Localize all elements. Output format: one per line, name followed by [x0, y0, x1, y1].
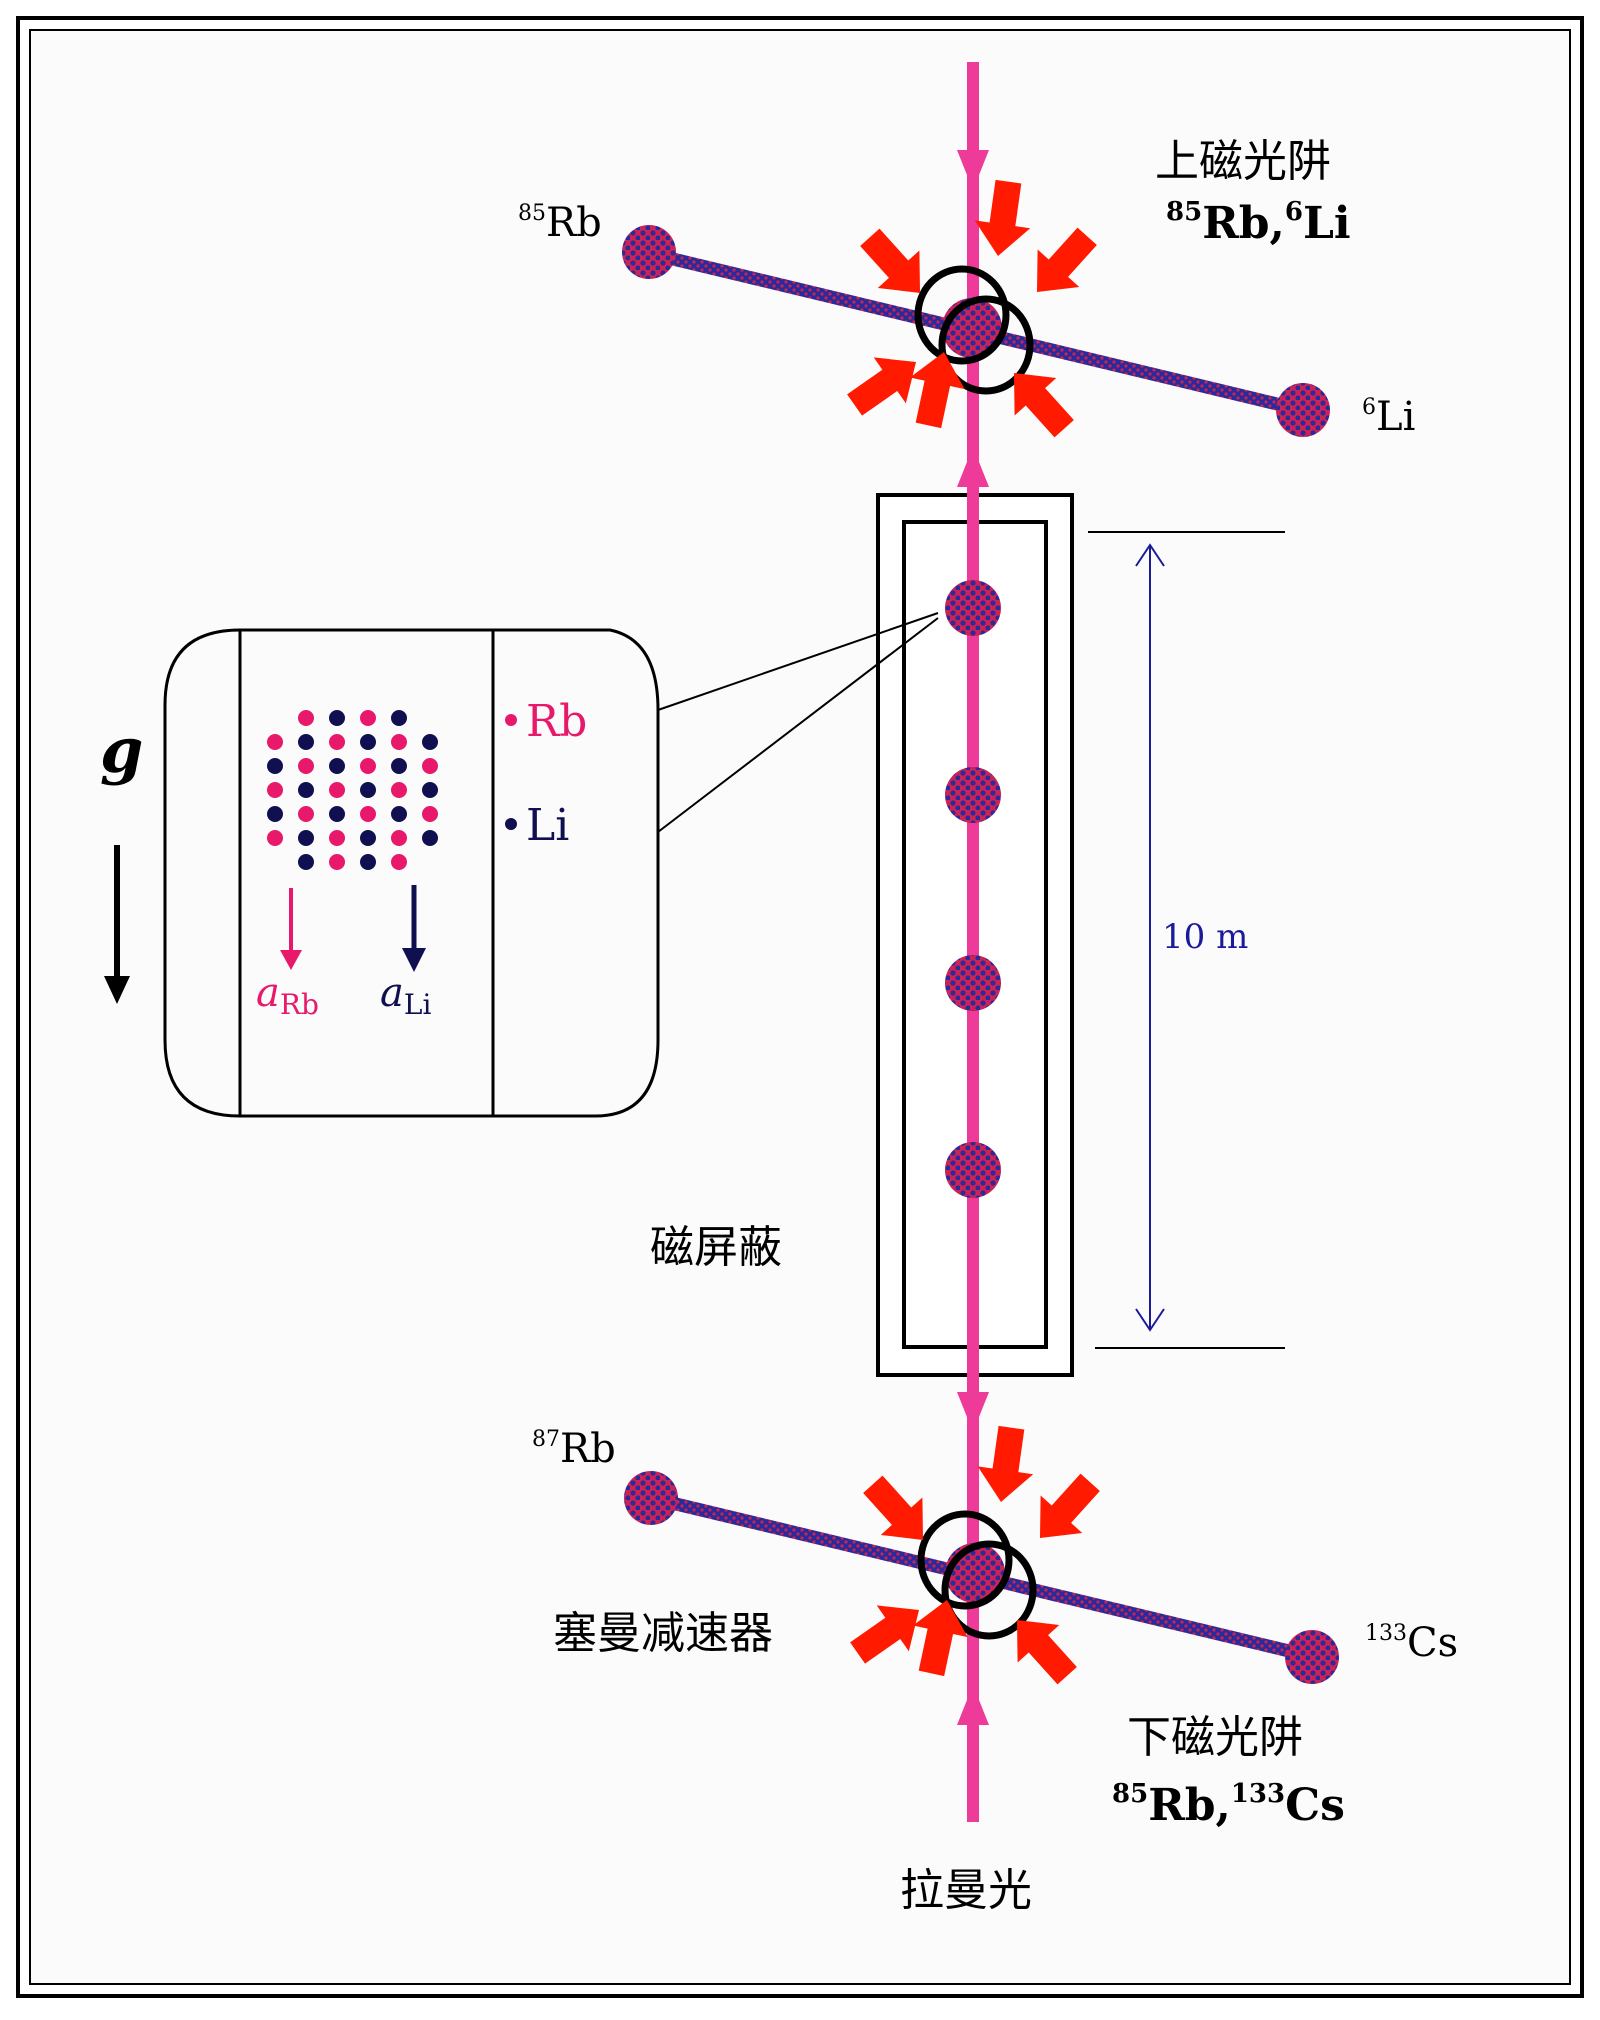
inset-atom-dot: [329, 806, 345, 822]
inset-atom-dot: [360, 782, 376, 798]
inset-atom-dot: [329, 758, 345, 774]
inset-atom-dot: [391, 758, 407, 774]
inset-atom-dot: [298, 710, 314, 726]
inset-atom-dot: [329, 854, 345, 870]
inset-atom-dot: [391, 734, 407, 750]
inset-atom-dot: [391, 830, 407, 846]
upper-mot-coils: [914, 265, 1034, 395]
accel-rb-label: aRb: [256, 970, 319, 1021]
accel-li-arrow-icon: [402, 948, 426, 972]
inset-atom-dot: [360, 806, 376, 822]
callout-line-bottom: [657, 617, 939, 833]
inset-atom-dot: [422, 782, 438, 798]
lower-mot-coils: [917, 1510, 1037, 1640]
legend-li-label: Li: [526, 800, 569, 851]
rb87-oven-icon: [624, 1471, 678, 1525]
inset-atom-dot: [298, 734, 314, 750]
legend-rb-label: Rb: [526, 696, 587, 747]
accel-rb-arrow-icon: [280, 950, 302, 970]
atom-cloud-icon-3: [945, 955, 1001, 1011]
inset-atom-dot: [329, 734, 345, 750]
inset-atom-dot: [360, 734, 376, 750]
inset-atom-dot: [298, 830, 314, 846]
outer-frame: [16, 16, 1584, 1998]
lower-mot-species: 85Rb,133Cs: [1112, 1779, 1345, 1831]
raman-beam-arrow-down-icon: [957, 150, 989, 190]
inset-atom-dot: [422, 734, 438, 750]
inset-atom-dot: [298, 782, 314, 798]
raman-beam-arrow-up-icon-lower: [957, 1685, 989, 1725]
inset-atom-dot: [298, 854, 314, 870]
gravity-label: g: [100, 714, 143, 787]
raman-beam-arrow-up-icon: [957, 447, 989, 487]
cs133-source-label: 133Cs: [1365, 1620, 1458, 1666]
raman-light-label: 拉曼光: [900, 1865, 1032, 1916]
cs133-oven-icon: [1285, 1630, 1339, 1684]
atom-cloud-icon-4: [945, 1142, 1001, 1198]
inset-atom-dot: [329, 782, 345, 798]
rb85-oven-icon: [622, 225, 676, 279]
li6-oven-icon: [1276, 383, 1330, 437]
upper-mot-species: 85Rb,6Li: [1166, 197, 1351, 249]
callout-line-top: [657, 612, 939, 711]
inset-atom-dot: [391, 854, 407, 870]
inset-atom-dot: [422, 806, 438, 822]
raman-beam: [957, 62, 989, 1822]
inset-atom-dot: [267, 758, 283, 774]
inset-atom-dot: [391, 782, 407, 798]
inset-atom-dot: [329, 830, 345, 846]
inset-atom-dot: [360, 830, 376, 846]
inset-atom-dot: [391, 710, 407, 726]
inset-atom-dot: [360, 710, 376, 726]
atom-cloud-icon-2: [945, 767, 1001, 823]
inset-atom-dot: [422, 830, 438, 846]
atom-cloud-icon-1: [945, 580, 1001, 636]
inset-atom-dot: [391, 806, 407, 822]
inset-atom-dot: [267, 734, 283, 750]
inset-panel: aRb aLi Rb Li: [163, 628, 660, 1118]
legend-li-dot: [505, 818, 517, 830]
inset-atom-dot: [422, 758, 438, 774]
inset-atom-dot: [267, 782, 283, 798]
inset-atom-dot: [360, 758, 376, 774]
lower-mot-title: 下磁光阱: [1127, 1712, 1303, 1763]
zeeman-slower-label: 塞曼减速器: [553, 1608, 773, 1659]
legend-rb-dot: [505, 714, 517, 726]
height-dimension: 10 m: [1088, 531, 1285, 1349]
inset-atom-dot: [298, 758, 314, 774]
gravity-arrow-icon: [104, 976, 130, 1004]
inset-atom-dot: [329, 710, 345, 726]
inset-atom-dot: [360, 854, 376, 870]
magnetic-shield-label: 磁屏蔽: [650, 1222, 782, 1273]
inset-atom-dot: [267, 830, 283, 846]
inset-atom-dot: [267, 806, 283, 822]
height-label: 10 m: [1162, 917, 1248, 957]
accel-li-label: aLi: [380, 970, 431, 1021]
rb87-source-label: 87Rb: [532, 1426, 616, 1472]
mixed-atom-cloud-icon: [267, 710, 438, 870]
li6-source-label: 6Li: [1362, 394, 1415, 440]
upper-mot-title: 上磁光阱: [1155, 136, 1331, 187]
raman-beam-arrow-down-icon-lower: [957, 1392, 989, 1432]
rb85-source-label: 85Rb: [518, 200, 602, 246]
inset-atom-dot: [298, 806, 314, 822]
